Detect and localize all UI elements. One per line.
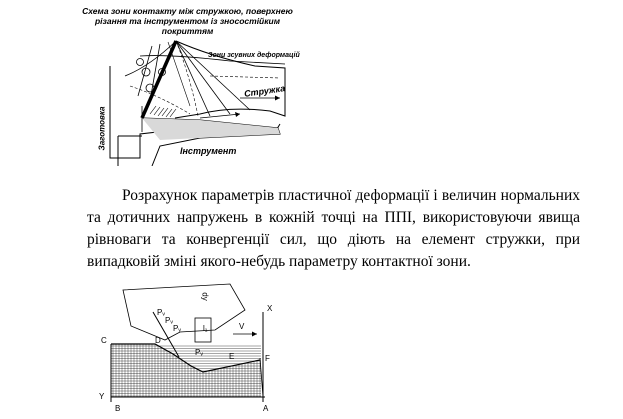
length-label: l₁ (203, 324, 208, 333)
axis-y-label: Y (99, 392, 105, 401)
workpiece-label: Заготовка (97, 106, 107, 151)
axis-x-label: X (267, 304, 273, 313)
point-d: D (155, 336, 161, 345)
contact-zone-diagram: Схема зони контакту між стружкою, поверх… (80, 6, 300, 166)
point-b: B (115, 404, 121, 413)
point-a: A (263, 404, 269, 413)
dy-label: dy (200, 292, 210, 301)
shear-zone-label: Зони зсувних деформацій (208, 52, 300, 59)
tool-label: Інструмент (180, 146, 237, 156)
point-c: C (101, 336, 107, 345)
stress-grid-drawing (110, 283, 265, 402)
body-paragraph: Розрахунок параметрів пластичної деформа… (87, 187, 580, 270)
force-label-3: Pᵥ (173, 324, 181, 333)
diagram-caption: Схема зони контакту між стружкою, поверх… (82, 6, 293, 36)
force-label-1: Pᵥ (157, 308, 165, 317)
point-f: F (265, 354, 270, 363)
point-e: E (229, 352, 235, 361)
force-label-2: Pᵥ (165, 316, 173, 325)
stress-grid-diagram: C D E F B A X Y V l₁ dy Pᵥ Pᵥ Pᵥ Pᵥ (95, 282, 285, 418)
contact-zone-drawing (109, 40, 286, 166)
force-label-4: Pᵥ (195, 348, 203, 357)
velocity-label: V (239, 322, 245, 331)
